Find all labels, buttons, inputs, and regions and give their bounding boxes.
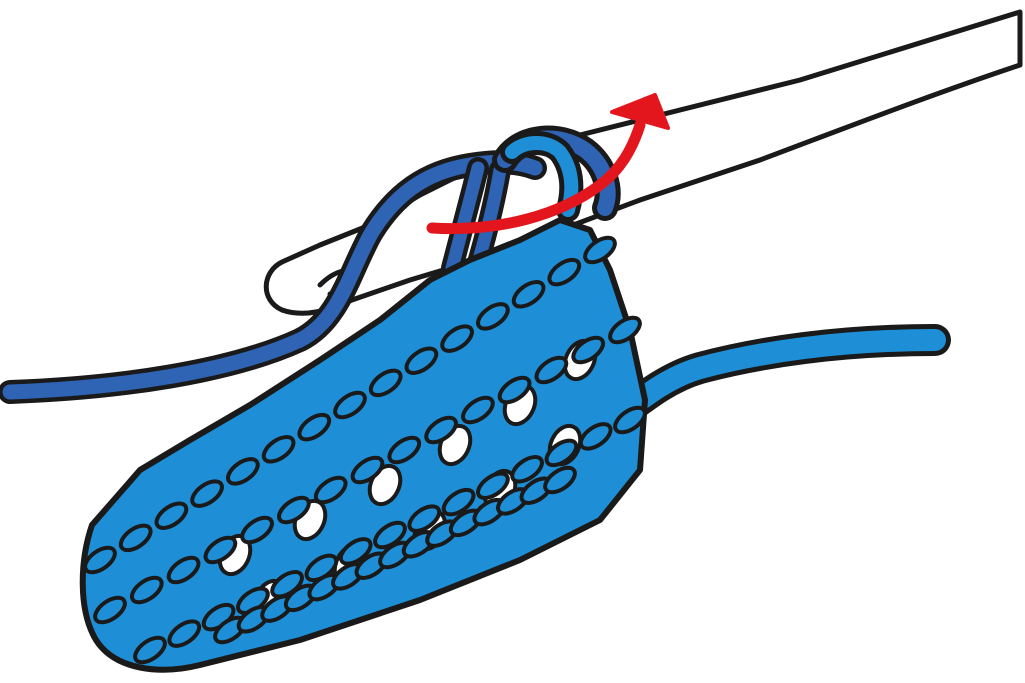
crochet-hook-icon [263,9,1023,316]
hook-shaft [263,9,1023,316]
stitch-loops [83,235,647,665]
stitch-loop [440,324,474,353]
stitch-loop [133,635,167,665]
stitch-loop [313,475,348,505]
stitch-loop [277,495,311,525]
stitch-loop [544,438,579,468]
stitch-loop [547,257,582,287]
crochet-fabric-icon [79,217,648,673]
stitch-loop [543,465,577,495]
light-loop-fill [505,136,579,217]
stitch-loop [476,471,510,500]
stitch-loop [407,504,442,533]
stitch-loop [297,412,332,442]
stitch-loop [203,535,238,565]
stitch-loop [441,487,476,517]
stitch-loop [510,455,544,484]
stitch-loop [583,235,617,265]
stitch-loop [476,302,510,331]
stitch-loop [608,315,642,345]
stitch-loop [368,368,403,398]
stitch-loop [511,280,546,309]
stitch-loop [129,575,164,605]
stitch-loop [571,335,606,365]
stitch-loop [154,501,189,530]
stitch-loop [93,595,127,625]
stitch-loop [404,346,439,375]
stitch-loop [350,455,385,485]
arrow-head [610,93,670,130]
stitch-loop [118,523,153,553]
loops-on-hook [441,125,621,281]
stitch-loop [613,405,647,435]
stitch-loop [338,537,373,566]
stitch-loop [497,375,532,405]
stitch-loop [333,390,367,420]
curved-arrow-icon [426,93,670,235]
stitch-loop [166,555,201,585]
stitch-loop [167,619,202,648]
stitch-loop [226,457,260,486]
yarn-tail-icon [584,324,951,446]
stitch-loop [190,479,224,508]
stitch-loop [83,545,117,575]
stitch-loop [240,515,274,545]
stitch-loop [578,422,613,451]
yarn-loop-icon [445,161,485,275]
stitch-loop [387,435,422,465]
stitch-loop [534,355,569,385]
arrow-shaft [426,119,646,235]
stitch-loop [373,520,407,550]
stitch-loop [461,395,495,425]
stitch-loop [424,415,458,445]
stitch-loop [261,435,296,464]
